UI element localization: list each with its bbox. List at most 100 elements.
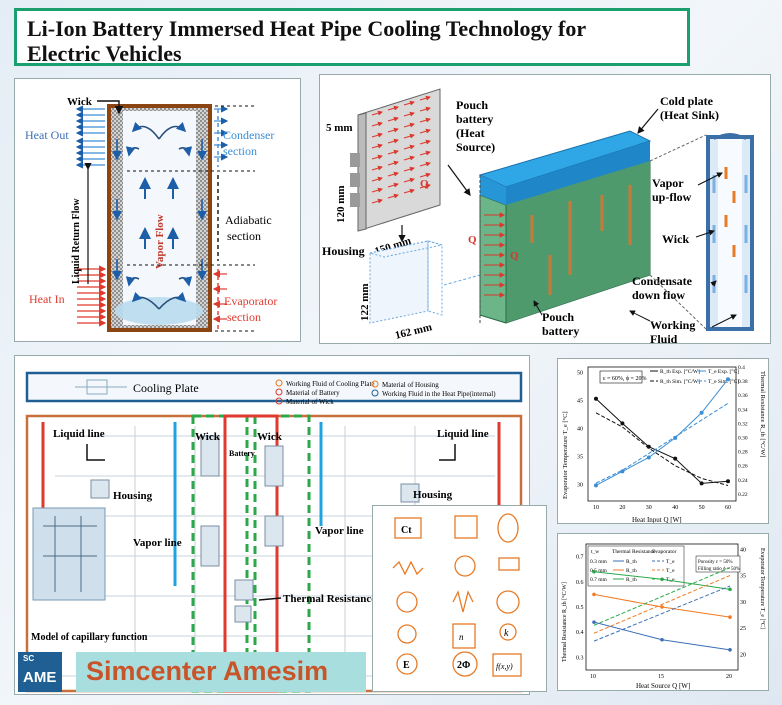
chart-2-xtick: 10 — [590, 674, 596, 680]
chart-1-legend-entry: T_e Sim. [°C] — [708, 378, 739, 385]
liquid-line-left: Liquid line — [53, 428, 105, 440]
logo-main: AME — [23, 669, 57, 686]
k-icon[interactable] — [499, 623, 517, 641]
chart-2-ylabel: Thermal Resistance R_th [°C/W] — [561, 582, 568, 662]
legend-fluid-cooling: Working Fluid of Cooling Plate — [286, 380, 375, 388]
pouch-label-4: Source) — [456, 140, 495, 154]
vapor-line-left: Vapor line — [133, 537, 182, 549]
heat-flux-arrow — [419, 172, 431, 178]
chart-2-table-header: Evaporator — [652, 549, 677, 555]
heat-flux-arrow — [387, 182, 399, 188]
ct-icon[interactable] — [394, 517, 422, 539]
pouch-label-2: battery — [456, 112, 493, 126]
chart-2-ytick-right: 35 — [740, 574, 746, 580]
chart-1-point — [699, 410, 704, 415]
chart-2-ytick: 0.5 — [576, 605, 584, 611]
phi-icon[interactable] — [397, 624, 417, 644]
pouch-label-1: Pouch — [456, 98, 488, 112]
wick-label: Wick — [67, 96, 93, 108]
chart-1: ε = 60%, ϕ = 20% R_th Exp. [°C/W]R_th Si… — [562, 365, 766, 523]
capillary-label: Model of capillary function — [31, 632, 148, 643]
chart-1-point — [673, 456, 678, 461]
chart-2-table-cell: T_e — [666, 559, 675, 565]
chart-1-panel: ε = 60%, ϕ = 20% R_th Exp. [°C/W]R_th Si… — [557, 358, 769, 524]
heat-flux-arrow — [371, 110, 383, 116]
chart-2-annotation-1: Porosity ε = 50% — [698, 560, 733, 565]
legend-fluid-pipe: Working Fluid in the Heat Pipe(internal) — [382, 390, 496, 398]
chart-2-point — [660, 605, 664, 609]
heat-flux-arrow — [403, 155, 415, 161]
heat-flux-arrow — [403, 100, 415, 106]
heat-flux-arrow — [387, 160, 399, 166]
chart-1-legend-entry: T_e Exp. [°C] — [708, 368, 739, 375]
flow-source-icon[interactable] — [396, 591, 418, 613]
chamber-icon[interactable] — [497, 513, 519, 543]
two-phase-icon[interactable] — [452, 651, 478, 677]
heat-flux-arrow — [387, 138, 399, 144]
heat-flux-arrow — [387, 105, 399, 111]
wave-icon[interactable] — [452, 590, 474, 613]
chart-1-ytick-right: 0.28 — [738, 450, 748, 456]
heat-flux-arrow — [403, 122, 415, 128]
tank-icon[interactable] — [454, 515, 478, 539]
wick-label-left: Wick — [195, 431, 221, 443]
chart-1-xtick: 50 — [699, 505, 705, 511]
chart-1-ytick: 45 — [577, 399, 583, 405]
chart-2-table-cell: R_th — [626, 559, 637, 565]
adiabatic-label-1: Adiabatic — [225, 213, 272, 227]
condenser-label-2: section — [223, 144, 257, 158]
chart-2-table-header: t_w — [591, 549, 599, 555]
wick-label-module: Wick — [662, 232, 689, 246]
heat-flux-arrow — [419, 128, 431, 134]
battery-label: Battery — [229, 449, 255, 458]
logo-top: SC — [23, 654, 35, 663]
function-icon[interactable] — [492, 653, 522, 677]
wick-label-right: Wick — [257, 431, 283, 443]
chart-1-ytick-right: 0.24 — [738, 478, 748, 484]
chart-1-ytick-right: 0.26 — [738, 464, 748, 470]
resistor-icon[interactable] — [392, 560, 424, 576]
housing-label-left: Housing — [113, 490, 153, 502]
ct-text: Ct — [401, 525, 412, 536]
energy-icon[interactable] — [396, 653, 418, 675]
chart-1-point — [699, 481, 704, 486]
dim-120mm: 120 mm — [335, 185, 347, 223]
chart-1-xtick: 60 — [725, 505, 731, 511]
cold-plate-label-2: (Heat Sink) — [660, 108, 719, 122]
brand-name: Simcenter Amesim — [86, 656, 329, 686]
chart-1-series-line — [595, 412, 729, 486]
chart-1-point — [620, 469, 625, 474]
battery-module-diagram: 5 mm 120 mm 150 mm Pouch battery (Heat S… — [322, 88, 754, 343]
legend-wick: Material of Wick — [286, 398, 334, 406]
q-label-1: Q — [420, 178, 429, 190]
chart-1-ytick-right: 0.4 — [738, 365, 745, 371]
chart-1-xtick: 20 — [619, 505, 625, 511]
chart-2-series-line — [593, 585, 731, 642]
chart-1-series-line — [595, 378, 729, 486]
heat-flux-arrow — [371, 187, 383, 193]
condensate-label-2: down flow — [632, 288, 685, 302]
chart-1-ytick-right: 0.36 — [738, 393, 748, 399]
chart-2-ytick-right: 25 — [740, 626, 746, 632]
pouch-battery-label-1: Pouch — [542, 310, 574, 324]
housing-label-right: Housing — [413, 489, 453, 501]
liquid-line-right: Liquid line — [437, 428, 489, 440]
n-text: n — [459, 632, 464, 642]
condensate-label-1: Condensate — [632, 274, 693, 288]
chart-2-table-cell: 0.3 mm — [590, 559, 608, 565]
pouch-cell — [350, 88, 441, 232]
housing-box — [369, 240, 443, 324]
heat-flux-arrow — [371, 132, 383, 138]
chart-2-table-cell: 0.7 mm — [590, 577, 608, 583]
mass-icon[interactable] — [498, 557, 520, 571]
chart-1-series-line — [595, 402, 729, 484]
heat-flux-arrow — [403, 144, 415, 150]
chart-2-ytick-right: 30 — [740, 600, 746, 606]
heat-flux-arrow — [419, 117, 431, 123]
rotation-icon[interactable] — [496, 590, 520, 614]
dim-162mm: 162 mm — [394, 321, 433, 342]
chart-1-ytick: 40 — [577, 426, 583, 432]
node-icon[interactable] — [452, 623, 476, 649]
heat-flux-arrow — [419, 161, 431, 167]
pump-icon[interactable] — [454, 555, 476, 577]
